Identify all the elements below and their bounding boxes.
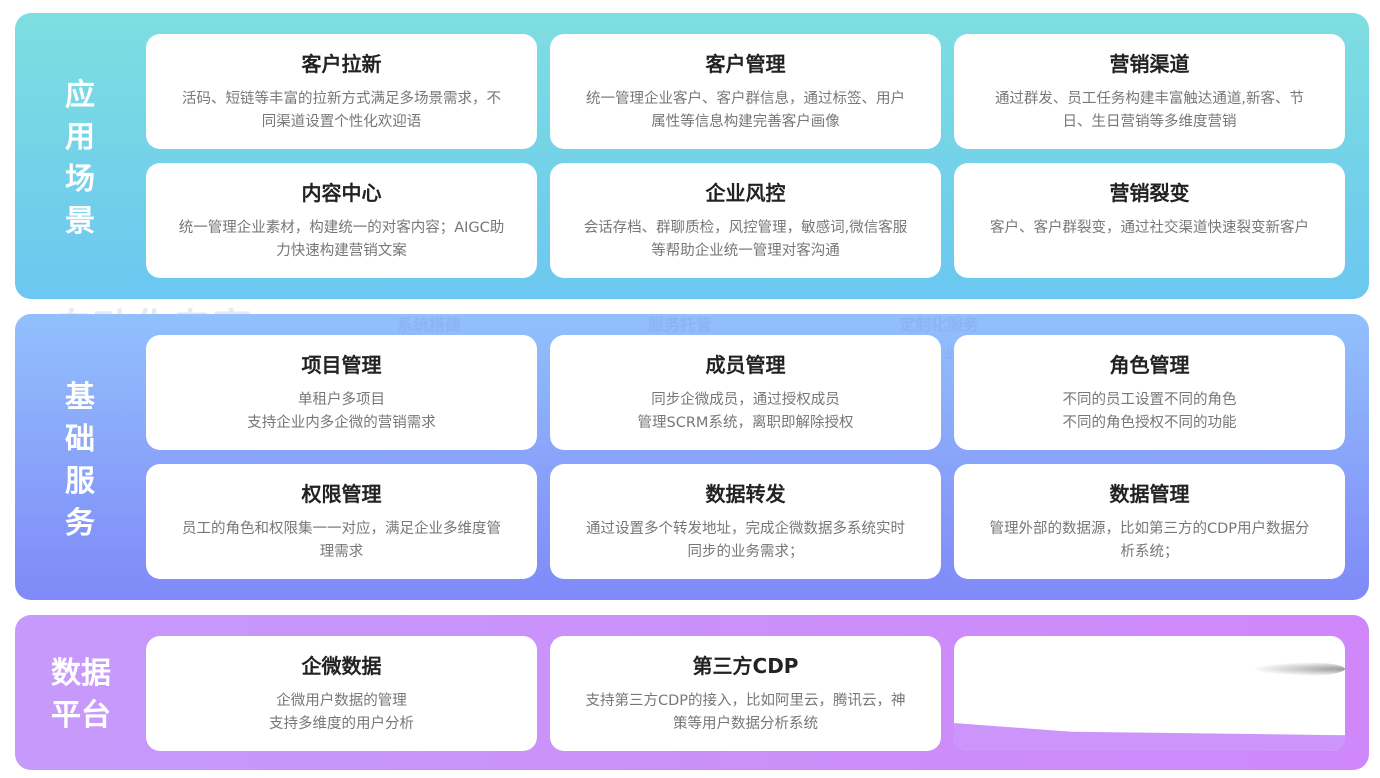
section-label: 应用场景 — [65, 78, 95, 239]
card-title: 营销裂变 — [1109, 181, 1190, 205]
card-title: 权限管理 — [301, 482, 382, 506]
card-title: 成员管理 — [705, 353, 786, 377]
card-description: 客户、客户群裂变，通过社交渠道快速裂变新客户 — [990, 220, 1309, 236]
card-title: 数据转发 — [705, 482, 786, 506]
feature-card[interactable]: 营销裂变客户、客户群裂变，通过社交渠道快速裂变新客户 — [954, 163, 1345, 278]
feature-card[interactable]: 客户拉新活码、短链等丰富的拉新方式满足多场景需求，不同渠道设置个性化欢迎语 — [146, 34, 537, 149]
card-title: 企微数据 — [301, 654, 382, 678]
card-description: 管理外部的数据源，比如第三方的CDP用户数据分析系统； — [989, 521, 1310, 560]
section-label: 数据平台 — [51, 656, 111, 733]
ghost-custom: 定制化服务 — [899, 315, 980, 334]
card-description: 活码、短链等丰富的拉新方式满足多场景需求，不同渠道设置个性化欢迎语 — [182, 91, 501, 130]
section-data-platform: 数据平台 企微数据企微用户数据的管理 支持多维度的用户分析 第三方CDP 支持第三方… — [15, 615, 1369, 770]
card-title: 数据管理 — [1109, 482, 1190, 506]
card-title: 第三方CDP — [692, 654, 799, 678]
card-title: 内容中心 — [301, 181, 382, 205]
feature-card[interactable]: 企微数据企微用户数据的管理 支持多维度的用户分析 — [146, 636, 537, 751]
card-description: 会话存档、群聊质检，风控管理，敏感词,微信客服等帮助企业统一管理对客沟通 — [583, 220, 908, 259]
card-description: 单租户多项目 支持企业内多企微的营销需求 — [247, 392, 436, 431]
card-description: 支持第三方CDP的接入，比如阿里云，腾讯云，神策等用户数据分析系统 — [585, 693, 906, 732]
card-title: 客户管理 — [705, 52, 786, 76]
feature-card[interactable]: 客户管理统一管理企业客户、客户群信息，通过标签、用户属性等信息构建完善客户画像 — [550, 34, 941, 149]
feature-card[interactable]: 数据管理管理外部的数据源，比如第三方的CDP用户数据分析系统； — [954, 464, 1345, 579]
ghost-system: 系统搭建 — [397, 315, 462, 334]
card-title: 营销渠道 — [1109, 52, 1190, 76]
card-title: 项目管理 — [301, 353, 382, 377]
card-description: 同步企微成员，通过授权成员 管理SCRM系统，离职即解除授权 — [637, 392, 854, 431]
empty-card — [954, 636, 1345, 751]
feature-card[interactable]: 角色管理不同的员工设置不同的角色 不同的角色授权不同的功能 — [954, 335, 1345, 450]
card-description: 员工的角色和权限集一一对应，满足企业多维度管理需求 — [182, 521, 501, 560]
feature-card[interactable]: 项目管理单租户多项目 支持企业内多企微的营销需求 — [146, 335, 537, 450]
section-scenarios: 应用场景 客户拉新活码、短链等丰富的拉新方式满足多场景需求，不同渠道设置个性化欢… — [15, 13, 1369, 299]
card-description: 通过群发、员工任务构建丰富触达通道,新客、节日、生日营销等多维度营销 — [994, 91, 1305, 130]
feature-card[interactable]: 内容中心统一管理企业素材，构建统一的对客内容；AIGC助力快速构建营销文案 — [146, 163, 537, 278]
section-foundation: 系统搭建 服务托管 定制化服务 帮助企业完成系统搭建 一站式的服务，独立部署 标… — [15, 314, 1369, 600]
decorative-smudge — [1255, 662, 1345, 676]
card-description: 企微用户数据的管理 支持多维度的用户分析 — [269, 693, 414, 732]
feature-card[interactable]: 权限管理员工的角色和权限集一一对应，满足企业多维度管理需求 — [146, 464, 537, 579]
feature-card[interactable]: 成员管理同步企微成员，通过授权成员 管理SCRM系统，离职即解除授权 — [550, 335, 941, 450]
feature-card[interactable]: 营销渠道通过群发、员工任务构建丰富触达通道,新客、节日、生日营销等多维度营销 — [954, 34, 1345, 149]
card-description: 不同的员工设置不同的角色 不同的角色授权不同的功能 — [1062, 392, 1237, 431]
ghost-hosting: 服务托管 — [648, 315, 713, 334]
card-title: 企业风控 — [705, 181, 786, 205]
card-description: 通过设置多个转发地址，完成企微数据多系统实时同步的业务需求； — [586, 521, 905, 560]
card-description: 统一管理企业素材，构建统一的对客内容；AIGC助力快速构建营销文案 — [178, 220, 505, 259]
card-title: 角色管理 — [1109, 353, 1190, 377]
card-description: 统一管理企业客户、客户群信息，通过标签、用户属性等信息构建完善客户画像 — [586, 91, 905, 130]
feature-card[interactable]: 第三方CDP 支持第三方CDP的接入，比如阿里云，腾讯云，神策等用户数据分析系统 — [550, 636, 941, 751]
decorative-wave — [954, 723, 1345, 751]
section-label: 基础服务 — [65, 380, 95, 541]
card-title: 客户拉新 — [301, 52, 382, 76]
feature-card[interactable]: 数据转发通过设置多个转发地址，完成企微数据多系统实时同步的业务需求； — [550, 464, 941, 579]
feature-card[interactable]: 企业风控会话存档、群聊质检，风控管理，敏感词,微信客服等帮助企业统一管理对客沟通 — [550, 163, 941, 278]
